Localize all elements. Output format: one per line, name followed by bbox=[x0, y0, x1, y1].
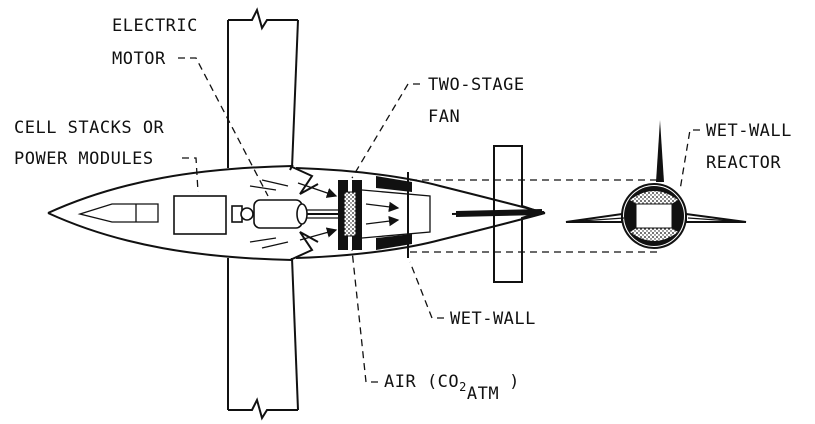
reactor-tile-top bbox=[630, 191, 678, 206]
leader-lines bbox=[178, 57, 700, 383]
cell-stack-box bbox=[173, 195, 227, 235]
leader-wet-wall-reactor bbox=[679, 129, 700, 191]
wing-upper-trailing-edge bbox=[291, 19, 299, 169]
label-air-suffix: ) bbox=[509, 372, 520, 392]
leader-electric-motor bbox=[178, 57, 269, 197]
fuselage-upper-aft bbox=[295, 167, 546, 214]
projection-lines bbox=[410, 179, 660, 253]
fuselage-lower-aft bbox=[295, 212, 546, 259]
electric-motor-body bbox=[253, 199, 303, 229]
label-motor: MOTOR bbox=[112, 49, 166, 69]
fan-stage-1 bbox=[338, 180, 348, 250]
fan-stage-2 bbox=[352, 180, 362, 250]
reactor-segment-lower bbox=[376, 234, 412, 250]
label-wet-wall-reactor-1: WET-WALL bbox=[706, 121, 792, 141]
fan-hub bbox=[343, 191, 357, 237]
fuselage bbox=[47, 164, 546, 261]
fuselage-lower-forward bbox=[47, 212, 293, 261]
front-view bbox=[565, 120, 747, 249]
leader-wet-wall bbox=[409, 261, 444, 319]
flow-arrow-2 bbox=[299, 227, 338, 241]
main-wing bbox=[227, 7, 299, 421]
flow-arrow-3 bbox=[365, 201, 400, 213]
leader-cell-stacks bbox=[182, 157, 199, 193]
label-wet-wall: WET-WALL bbox=[450, 309, 536, 329]
flow-arrow-1 bbox=[297, 182, 338, 198]
reactor-tile-bottom bbox=[630, 226, 678, 241]
wing-lower-break bbox=[228, 397, 298, 421]
label-fan: FAN bbox=[428, 107, 460, 127]
label-air-prefix: AIR (CO bbox=[384, 372, 459, 392]
canopy bbox=[77, 203, 159, 223]
labels: ELECTRIC MOTOR TWO-STAGE FAN CELL STACKS… bbox=[14, 16, 792, 404]
fuselage-upper-forward bbox=[47, 164, 294, 214]
wing-right-front bbox=[685, 212, 747, 223]
reactor-core bbox=[635, 203, 673, 229]
flow-arrow-4 bbox=[365, 215, 400, 227]
label-power-modules: POWER MODULES bbox=[14, 149, 154, 169]
wing-upper-break bbox=[228, 7, 298, 31]
internal-components bbox=[173, 172, 431, 258]
label-electric: ELECTRIC bbox=[112, 16, 198, 36]
label-air-sub-atm: ATM bbox=[467, 384, 499, 404]
label-wet-wall-reactor-2: REACTOR bbox=[706, 153, 781, 173]
vertical-fin bbox=[656, 120, 664, 182]
label-air: AIR (CO2ATM) bbox=[384, 372, 520, 404]
label-cell-stacks: CELL STACKS OR bbox=[14, 118, 165, 138]
leader-air bbox=[351, 249, 378, 383]
label-air-sub-2: 2 bbox=[459, 380, 467, 394]
label-two-stage: TWO-STAGE bbox=[428, 75, 525, 95]
tail bbox=[451, 145, 545, 283]
leader-two-stage-fan bbox=[351, 83, 420, 179]
aft-duct bbox=[361, 189, 431, 239]
wing-lower-trailing-edge bbox=[291, 257, 299, 411]
motor-coupling bbox=[240, 207, 254, 221]
reactor-segment-upper bbox=[376, 176, 412, 192]
inlet-upper bbox=[289, 165, 319, 195]
